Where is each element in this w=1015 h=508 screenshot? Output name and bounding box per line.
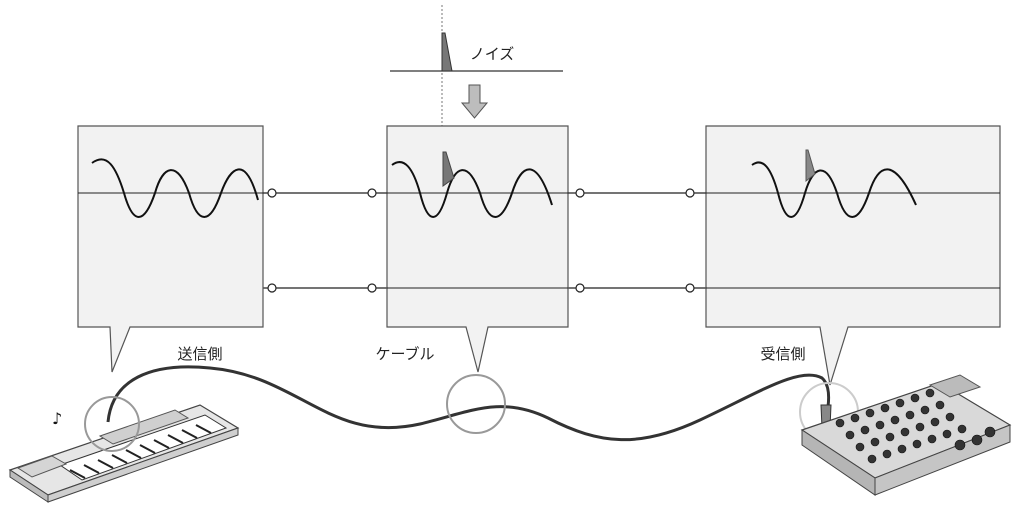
cable-noise-spike: [442, 151, 455, 187]
cable-label: ケーブル: [375, 345, 434, 363]
audio-mixer-icon: [800, 374, 1012, 496]
music-note-icon: ♪: [52, 409, 62, 428]
cable-waveform: [391, 161, 553, 218]
receiver-noise-spike: [805, 149, 816, 183]
panel-signal-lines: [78, 192, 1000, 289]
cable-magnifier-circle: [446, 374, 506, 434]
sender-label: 送信側: [177, 345, 222, 363]
receiver-label: 受信側: [760, 345, 805, 363]
sender-panel: [77, 125, 264, 373]
audio-cable: [106, 365, 831, 442]
receiver-panel: [705, 125, 1001, 386]
keyboard-synth-icon: [8, 404, 240, 503]
cable-panel: [386, 125, 569, 373]
receiver-waveform: [751, 161, 917, 218]
connector-dots: [267, 188, 695, 293]
noise-label: ノイズ: [470, 45, 515, 63]
down-arrow-icon: [460, 84, 489, 119]
sender-waveform: [91, 158, 259, 218]
sender-magnifier-circle: [84, 396, 140, 452]
